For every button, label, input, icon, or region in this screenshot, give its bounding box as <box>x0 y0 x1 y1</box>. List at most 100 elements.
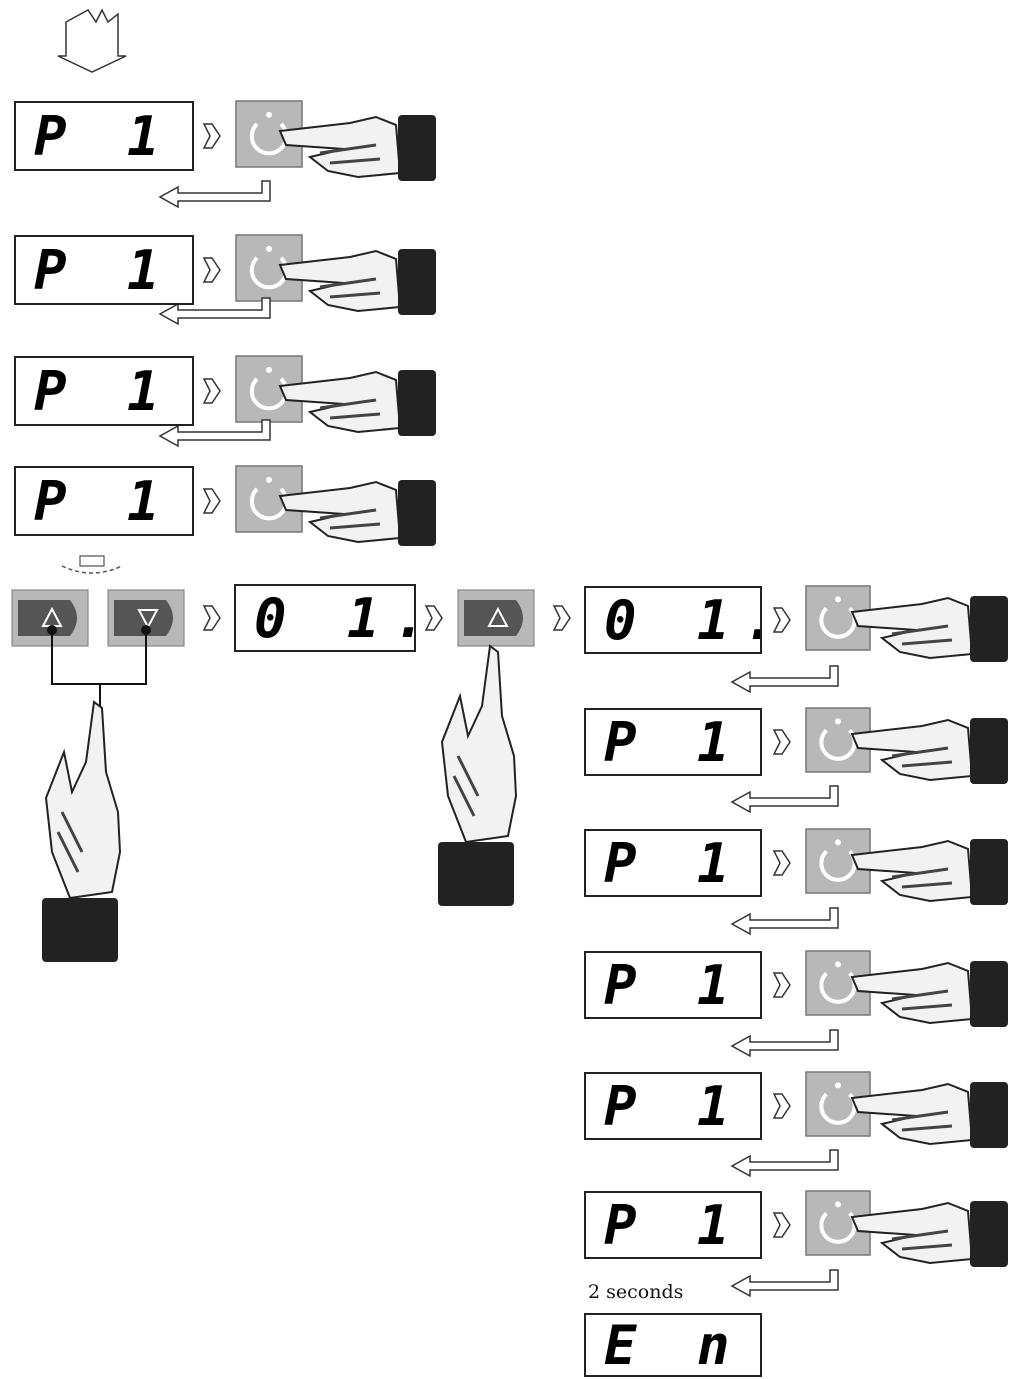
bend-arrow-shape <box>158 419 271 448</box>
pointing-hand-icon <box>850 961 1008 1027</box>
start-hand-icon <box>57 8 127 73</box>
pointing-hand-icon <box>42 700 122 962</box>
hand-palm <box>278 370 402 434</box>
bend-arrow-shape <box>158 297 271 326</box>
bend-arrow-shape <box>730 907 839 936</box>
display-p17: P 1 7 <box>584 1072 762 1140</box>
hand-fingers <box>319 277 381 299</box>
right-arrow-shape <box>202 123 221 149</box>
display-p12: P 1 2 <box>14 356 194 426</box>
simultaneous-press-line <box>51 630 147 706</box>
display-p16: P 1 6 <box>584 951 762 1019</box>
bend-arrow-shape <box>730 1149 839 1178</box>
curved-arrow-body <box>79 555 105 567</box>
set-button-dot <box>266 245 272 252</box>
hand-palm <box>850 961 974 1025</box>
set-button[interactable] <box>805 1190 871 1256</box>
hand-palm <box>278 249 402 313</box>
pointing-hand-icon <box>850 1201 1008 1267</box>
hand-sleeve <box>970 596 1008 662</box>
hand-sleeve <box>970 1082 1008 1148</box>
display-p13: P 1 3 <box>14 466 194 536</box>
pointing-hand-icon <box>438 644 518 906</box>
delay-note: 2 seconds <box>588 1281 684 1303</box>
bend-down-arrow-icon <box>730 1029 839 1058</box>
hand-fingers <box>891 1110 953 1132</box>
hand-palm <box>850 718 974 782</box>
hand-sleeve <box>398 480 436 546</box>
bend-down-arrow-icon <box>158 419 271 448</box>
bend-arrow-shape <box>730 665 839 694</box>
hand-sleeve <box>438 842 514 906</box>
set-button-dot <box>835 1082 841 1089</box>
hand-fingers <box>56 811 84 873</box>
right-arrow-icon <box>202 378 221 404</box>
hand-fingers <box>319 398 381 420</box>
set-button-dot <box>266 366 272 373</box>
right-arrow-shape <box>552 605 571 631</box>
set-button-dot <box>266 111 272 118</box>
right-arrow-shape <box>772 729 791 755</box>
right-arrow-icon <box>772 1212 791 1238</box>
hand-sleeve <box>970 961 1008 1027</box>
hand-sleeve <box>970 839 1008 905</box>
bend-arrow-shape <box>730 1029 839 1058</box>
right-arrow-shape <box>772 1212 791 1238</box>
display-p18: P 1 8 <box>584 1191 762 1259</box>
hand-fingers <box>319 143 381 165</box>
up-button[interactable] <box>11 589 89 647</box>
curved-down-arrow-icon <box>61 565 123 574</box>
hand-fingers <box>891 746 953 768</box>
right-arrow-shape <box>424 605 443 631</box>
pointing-hand-icon <box>850 839 1008 905</box>
right-arrow-icon <box>772 972 791 998</box>
right-arrow-shape <box>202 378 221 404</box>
right-arrow-icon <box>772 1093 791 1119</box>
pointing-hand-icon <box>850 596 1008 662</box>
up-plus-button-icon <box>487 606 509 627</box>
hand-palm <box>850 1201 974 1265</box>
hand-sleeve <box>42 898 118 962</box>
display-value-after: 0 1.4 <box>584 586 762 654</box>
display-p14: P 1 4 <box>584 708 762 776</box>
hand-palm <box>440 644 518 844</box>
display-p15: P 1 5 <box>584 829 762 897</box>
bend-down-arrow-icon <box>730 1149 839 1178</box>
right-arrow-icon <box>772 607 791 633</box>
right-arrow-shape <box>772 1093 791 1119</box>
hand-fingers <box>891 1229 953 1251</box>
right-arrow-icon <box>552 605 571 631</box>
bend-arrow-shape <box>730 785 839 814</box>
pointing-hand-icon <box>278 480 436 546</box>
start-hand-shape <box>57 8 127 73</box>
bend-down-arrow-icon <box>730 665 839 694</box>
hand-fingers <box>891 989 953 1011</box>
hand-palm <box>850 1082 974 1146</box>
right-arrow-icon <box>202 605 221 631</box>
right-arrow-shape <box>202 257 221 283</box>
pointing-hand-icon <box>278 249 436 315</box>
bend-arrow-shape <box>158 180 271 209</box>
bend-down-arrow-icon <box>730 785 839 814</box>
pointing-hand-icon <box>278 115 436 181</box>
right-arrow-icon <box>772 850 791 876</box>
hand-fingers <box>891 867 953 889</box>
set-button-dot <box>835 839 841 846</box>
right-arrow-shape <box>772 607 791 633</box>
hand-sleeve <box>398 370 436 436</box>
set-button-dot <box>835 718 841 725</box>
right-arrow-icon <box>202 488 221 514</box>
down-minus-button-icon <box>137 609 159 630</box>
bend-down-arrow-icon <box>158 180 271 209</box>
up-button-single[interactable] <box>457 589 535 647</box>
right-arrow-shape <box>202 488 221 514</box>
right-arrow-icon <box>202 123 221 149</box>
hand-palm <box>278 115 402 179</box>
right-arrow-shape <box>772 850 791 876</box>
display-p10: P 1 0 <box>14 101 194 171</box>
hand-palm <box>850 596 974 660</box>
right-arrow-shape <box>772 972 791 998</box>
right-arrow-shape <box>202 605 221 631</box>
set-button-dot <box>266 476 272 483</box>
